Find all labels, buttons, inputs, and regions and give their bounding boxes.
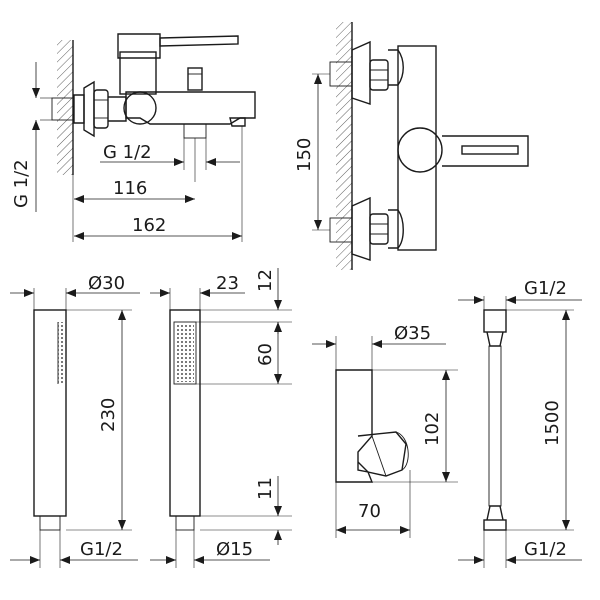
hose-top-nut (483, 309, 507, 333)
label-side-view-connector-diameter: Ø15 (216, 539, 253, 560)
spray-nozzles (58, 322, 64, 384)
bottom-flange (351, 196, 371, 261)
wall-hatch (57, 40, 73, 175)
label-side-view-top-offset: 12 (255, 269, 276, 292)
cartridge-front (397, 127, 443, 173)
label-hose-thread-top: G1/2 (524, 278, 567, 299)
spray-face (173, 321, 197, 385)
spout-front (442, 135, 529, 167)
label-hose-thread-bottom: G1/2 (524, 539, 567, 560)
shower-hose: G1/2 1500 G1/2 (458, 278, 582, 568)
hose-bottom-nut (483, 519, 507, 531)
hose-body (488, 345, 502, 507)
hand-shower-front: Ø30 230 G1/2 (10, 273, 140, 568)
spout-tip (229, 117, 246, 127)
outlet-thread (183, 123, 207, 139)
hand-shower-thread (39, 515, 61, 531)
label-hand-shower-length: 230 (98, 398, 119, 432)
cartridge-round (123, 91, 157, 125)
flange (83, 80, 95, 138)
label-hand-shower-diameter: Ø30 (88, 273, 125, 294)
label-mixer-width-116: 116 (113, 178, 147, 199)
label-side-view-bottom-offset: 11 (255, 477, 276, 500)
hand-shower-side: 23 12 60 11 Ø15 (150, 268, 292, 568)
label-holder-depth: 70 (358, 501, 381, 522)
label-hand-shower-thread: G1/2 (80, 539, 123, 560)
holder-cradle (357, 431, 407, 477)
label-holder-diameter: Ø35 (394, 323, 431, 344)
hand-shower-side-thread (175, 515, 195, 531)
lever-handle (159, 35, 239, 47)
mixer-body (125, 91, 256, 125)
label-mixer-centers-150: 150 (294, 138, 315, 172)
label-hose-length: 1500 (542, 400, 563, 446)
lever-base (117, 33, 161, 59)
mixer-front-body (397, 45, 437, 251)
wall-holder: Ø35 102 70 (312, 323, 458, 538)
mixer-front-view: 150 (294, 22, 529, 270)
label-mixer-width-162: 162 (132, 215, 166, 236)
holder-base (335, 369, 374, 483)
hex-nut (93, 89, 109, 129)
diverter-knob (187, 67, 203, 91)
label-mixer-outlet-thread: G 1/2 (103, 142, 152, 163)
top-nut (369, 59, 389, 91)
label-holder-height: 102 (422, 412, 443, 446)
label-side-view-spray-height: 60 (255, 343, 276, 366)
cartridge-column (119, 51, 157, 95)
mixer-side-view: G 1/2 G 1/2 116 162 (11, 33, 256, 242)
spout-slot (461, 145, 519, 155)
wall-hatch-front (336, 22, 352, 270)
label-mixer-inlet-thread: G 1/2 (11, 159, 32, 208)
label-side-view-width: 23 (216, 273, 239, 294)
top-flange (351, 40, 371, 105)
bottom-nut (369, 213, 389, 245)
